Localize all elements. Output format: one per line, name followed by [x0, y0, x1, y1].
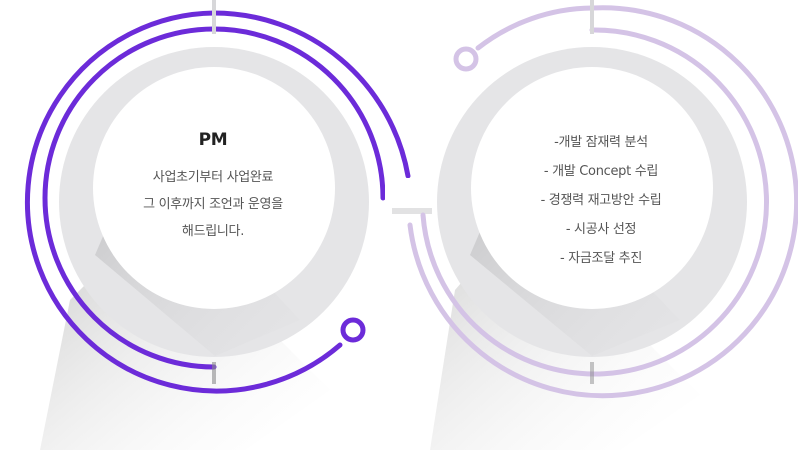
right-bottom-tick — [590, 362, 594, 384]
right-inner-ring — [420, 27, 769, 377]
right-unit — [407, 0, 798, 450]
left-top-tick — [212, 0, 216, 34]
left-panel-line: 그 이후까지 조언과 운영을 — [143, 197, 283, 212]
left-panel-line: 사업초기부터 사업완료 — [152, 170, 274, 185]
left-outer-ring-lower — [24, 10, 343, 394]
right-ring-knob — [453, 46, 479, 72]
right-outer-ring — [407, 5, 798, 399]
right-inner-circle — [471, 67, 713, 309]
right-panel-item: - 시공사 선정 — [565, 222, 637, 237]
right-panel-item: - 자금조달 추진 — [559, 251, 643, 266]
left-unit — [24, 0, 411, 450]
left-outer-ring — [211, 10, 411, 179]
connector — [385, 178, 437, 214]
right-panel-text: -개발 잠재력 분석 - 개발 Concept 수립 - 경쟁력 재고방안 수립… — [496, 128, 706, 273]
right-panel-item: -개발 잠재력 분석 — [554, 135, 648, 150]
left-inner-circle — [93, 67, 335, 309]
right-panel-item: - 개발 Concept 수립 — [543, 164, 659, 179]
right-top-arc — [475, 5, 595, 51]
left-panel-text: PM 사업초기부터 사업완료 그 이후까지 조언과 운영을 해드립니다. — [118, 128, 308, 245]
right-top-tick — [590, 0, 594, 34]
connector-bar — [385, 178, 437, 212]
left-inner-ring — [42, 26, 386, 370]
left-ring-knob — [340, 317, 366, 343]
connector-shadow — [392, 208, 432, 214]
left-panel-line: 해드립니다. — [181, 224, 245, 239]
left-bottom-tick — [212, 362, 216, 384]
left-panel-title: PM — [198, 130, 228, 150]
right-panel-item: - 경쟁력 재고방안 수립 — [540, 193, 662, 208]
